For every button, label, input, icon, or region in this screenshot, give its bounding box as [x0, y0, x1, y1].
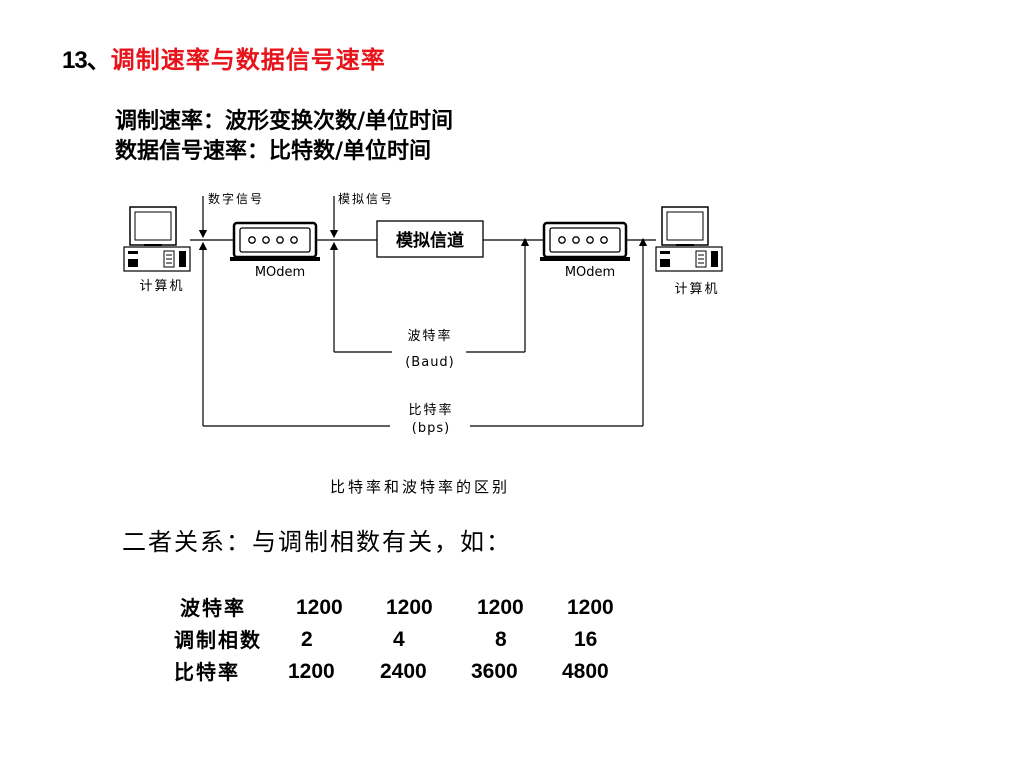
digital-signal-label: 数字信号 [208, 191, 264, 206]
table-cell: 8 [495, 628, 507, 651]
table-cell: 16 [574, 628, 598, 651]
computer-left-label: 计算机 [139, 279, 184, 294]
computer-left-icon [123, 206, 191, 272]
modem-right-icon [538, 221, 632, 263]
title-separator: 、 [86, 46, 111, 74]
table-cell: 1200 [567, 596, 614, 619]
analog-signal-label: 模拟信号 [338, 192, 394, 206]
table-row: 比特率 1200 2400 3600 4800 [174, 656, 644, 688]
rate-table: 波特率 1200 1200 1200 1200 调制相数 2 4 8 16 比特… [174, 592, 644, 688]
definitions: 调制速率：波形变换次数/单位时间 数据信号速率：比特数/单位时间 [115, 106, 453, 166]
table-cell: 2400 [380, 660, 427, 683]
table-cell: 1200 [288, 660, 335, 683]
modem-left-icon [228, 221, 322, 263]
slide-title: 13、调制速率与数据信号速率 [62, 40, 386, 75]
baud-bracket [334, 237, 530, 353]
row-label: 比特率 [174, 660, 240, 684]
table-row: 调制相数 2 4 8 16 [174, 624, 644, 656]
baud-unit: (Baud) [405, 355, 455, 370]
modulation-rate-definition: 调制速率：波形变换次数/单位时间 [115, 108, 454, 134]
table-cell: 2 [301, 628, 313, 651]
computer-right-icon [655, 206, 723, 272]
title-text: 调制速率与数据信号速率 [110, 45, 386, 74]
table-cell: 1200 [386, 596, 433, 619]
row-label: 波特率 [180, 596, 246, 620]
bit-rate-label: 比特率 [408, 402, 453, 418]
bit-rate-unit: (bps) [412, 421, 450, 436]
table-cell: 1200 [296, 596, 343, 619]
slide-number: 13 [62, 47, 88, 74]
table-cell: 4 [393, 628, 405, 651]
modem-left-label: MOdem [255, 265, 305, 280]
baud-vs-bitrate-diagram: 数字信号 模拟信号 模拟信道 MOdem MOdem 计算机 计算机 波特率 (… [123, 191, 723, 436]
baud-label: 波特率 [407, 328, 452, 344]
data-signal-rate-definition: 数据信号速率：比特数/单位时间 [115, 138, 432, 164]
analog-channel-box [376, 220, 484, 258]
table-cell: 4800 [562, 660, 609, 683]
computer-right-label: 计算机 [674, 282, 719, 297]
table-cell: 3600 [471, 660, 518, 683]
table-cell: 1200 [477, 596, 524, 619]
analog-channel-label: 模拟信道 [396, 230, 464, 251]
diagram-caption: 比特率和波特率的区别 [330, 478, 511, 496]
row-label: 调制相数 [174, 628, 262, 652]
modem-right-label: MOdem [565, 265, 615, 280]
relation-statement: 二者关系：与调制相数有关，如： [122, 528, 512, 556]
bitrate-bracket [203, 237, 648, 427]
table-row: 波特率 1200 1200 1200 1200 [174, 592, 644, 624]
